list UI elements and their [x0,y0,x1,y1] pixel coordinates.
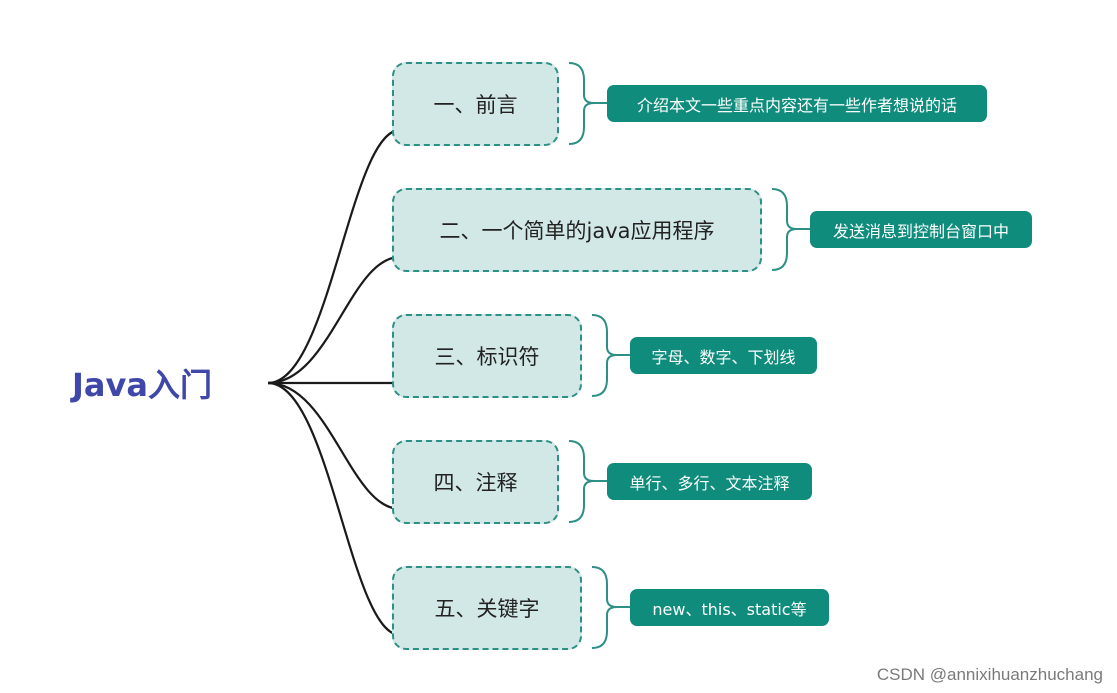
branch-node-identifiers[interactable]: 三、标识符 [392,314,582,398]
connector-branch-5 [267,381,568,637]
branch-node-simple-java-app[interactable]: 二、一个简单的java应用程序 [392,188,762,272]
note-identifiers: 字母、数字、下划线 [630,337,817,374]
branch-node-keywords[interactable]: 五、关键字 [392,566,582,650]
bracket-branch-4 [568,440,595,523]
note-keywords: new、this、static等 [630,589,829,626]
note-preface: 介绍本文一些重点内容还有一些作者想说的话 [607,85,987,122]
branch-node-comments[interactable]: 四、注释 [392,440,559,524]
connector-branch-4 [267,381,545,511]
connector-branch-2 [267,255,748,385]
root-topic[interactable]: Java入门 [72,366,212,404]
note-simple-java-app: 发送消息到控制台窗口中 [810,211,1032,248]
connector-branch-1 [267,128,545,385]
bracket-branch-1 [568,62,595,145]
bracket-branch-2 [771,188,798,271]
watermark: CSDN @annixihuanzhuchang [876,665,1103,684]
bracket-branch-3 [591,314,618,397]
note-comments: 单行、多行、文本注释 [607,463,812,500]
branch-node-preface[interactable]: 一、前言 [392,62,559,146]
bracket-branch-5 [591,566,618,649]
